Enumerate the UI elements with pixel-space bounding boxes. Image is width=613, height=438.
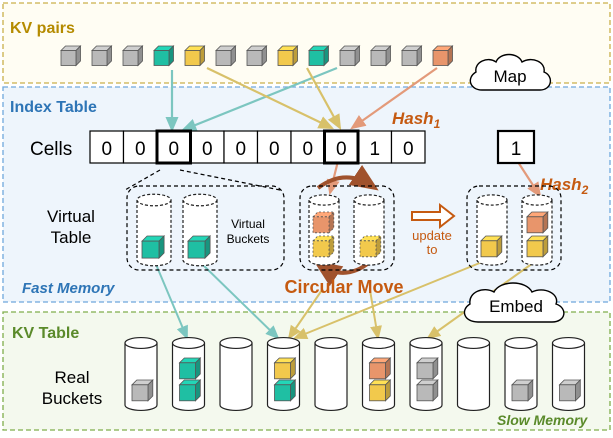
real-bucket-cube — [178, 379, 202, 402]
kv-pair-cube — [277, 45, 299, 67]
virtual-key-cube — [187, 235, 212, 260]
real-bucket-cube — [273, 379, 297, 402]
map-cloud: Map — [469, 53, 551, 91]
real-bucket-cube — [178, 357, 202, 380]
kv-pair-cube — [184, 45, 206, 67]
kv-pairs-title: KV pairs — [10, 20, 75, 37]
real-bucket — [456, 336, 491, 412]
arrow-teal-to-cell-2 — [180, 66, 338, 132]
cells-label: Cells — [30, 139, 72, 160]
real-buckets — [124, 336, 586, 412]
circular-move-label: Circular Move — [284, 277, 403, 297]
single-cell-box — [496, 129, 536, 165]
kv-table-title: KV Table — [12, 325, 79, 342]
real-bucket-cube — [368, 379, 392, 402]
real-bucket-cube — [273, 357, 297, 380]
virtual-key-cube — [526, 235, 549, 258]
cell-box — [390, 130, 426, 164]
virtual-table-group-2 — [299, 185, 395, 271]
index-table-title: Index Table — [10, 99, 97, 116]
virtual-key-cube — [359, 235, 382, 258]
real-bucket-cube — [131, 379, 154, 402]
virtual-key-cube — [480, 235, 503, 258]
arrow-hash2 — [517, 161, 542, 198]
cell-box — [189, 130, 225, 164]
cell-value: 0 — [101, 139, 112, 160]
cell-value: 0 — [302, 139, 313, 160]
real-bucket-cube — [368, 357, 392, 380]
update-arrow — [411, 202, 456, 230]
real-bucket-cube — [416, 379, 439, 402]
arrow-orange-to-cell — [350, 67, 438, 130]
kv-pair-cube — [432, 45, 454, 67]
kv-pair-cube — [91, 45, 113, 67]
embed-cloud: Embed — [463, 282, 565, 323]
arrow-yellow-to-real-2 — [369, 289, 382, 340]
single-cell-value: 1 — [511, 139, 522, 160]
cell-value: 0 — [168, 139, 179, 160]
kv-pair-cube — [246, 45, 268, 67]
cell-value: 0 — [235, 139, 246, 160]
circular-move-arrow-top — [316, 164, 379, 191]
cell-value: 0 — [202, 139, 213, 160]
kv-pair-cube — [215, 45, 237, 67]
virtual-key-cube — [141, 235, 166, 260]
cell-box — [357, 130, 393, 164]
real-bucket — [219, 336, 253, 412]
fast-memory-label: Fast Memory — [22, 280, 115, 297]
kv-pair-cube — [308, 45, 330, 67]
real-bucket-cube — [558, 379, 582, 402]
arrow-yellow-to-real-3 — [293, 257, 493, 340]
cell-value: 0 — [269, 139, 280, 160]
real-bucket-cube — [416, 357, 439, 380]
kv-pair-cube — [401, 45, 423, 67]
cells-row: 0 0 0 0 0 0 0 0 1 0 — [89, 129, 426, 165]
embed-cloud-label: Embed — [489, 297, 543, 316]
kv-pair-cube — [153, 45, 175, 67]
real-bucket-cube — [511, 379, 534, 402]
highlighted-cell — [323, 129, 360, 165]
virtual-table-bracket-right — [179, 169, 281, 191]
arrow-yellow-to-cell-2 — [306, 67, 342, 130]
slow-memory-label: Slow Memory — [497, 412, 588, 428]
kv-pair-cube — [370, 45, 392, 67]
kv-pair-cubes — [60, 45, 454, 67]
real-bucket — [314, 336, 348, 412]
mapping-arrows — [154, 66, 542, 340]
arrow-yellow-to-cell-1 — [206, 67, 334, 129]
hash1-label: Hash1 — [392, 109, 441, 131]
virtual-key-cube — [526, 211, 549, 234]
arrow-teal-to-real-2 — [199, 261, 280, 340]
virtual-table-group-1 — [126, 185, 285, 271]
cell-value: 1 — [369, 139, 380, 160]
kv-pair-cube — [60, 45, 82, 67]
hash2-label: Hash2 — [540, 175, 589, 197]
cell-value: 0 — [135, 139, 146, 160]
index-table-section — [2, 86, 611, 303]
cell-value: 0 — [336, 139, 347, 160]
kv-pair-cube — [122, 45, 144, 67]
arrow-teal-to-real-1 — [154, 261, 188, 340]
virtual-buckets — [136, 193, 553, 267]
highlighted-cell — [155, 129, 192, 165]
cell-value: 0 — [403, 139, 414, 160]
kv-pair-cube — [339, 45, 361, 67]
virtual-key-cube — [312, 211, 335, 234]
virtual-table-group-3 — [466, 185, 562, 271]
map-cloud-label: Map — [493, 67, 526, 86]
virtual-key-cube — [312, 235, 335, 258]
